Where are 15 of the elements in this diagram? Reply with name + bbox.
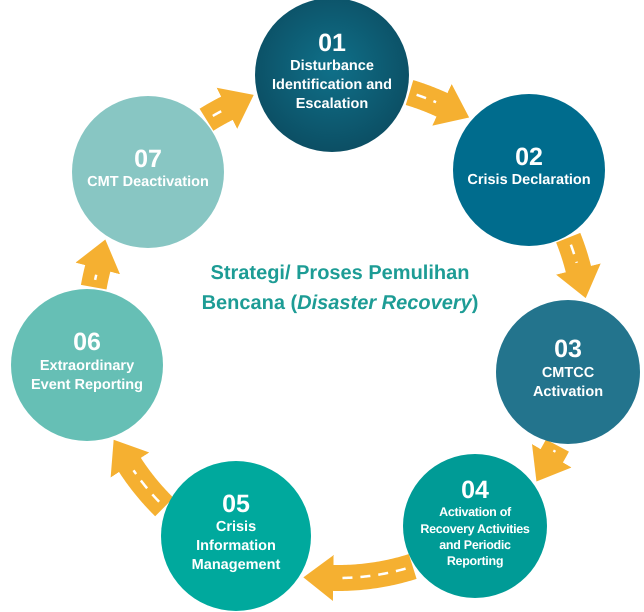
step-number: 02 bbox=[515, 144, 543, 172]
step-number: 05 bbox=[222, 490, 250, 518]
step-label: CMTCC Activation bbox=[532, 364, 604, 402]
step-label: Extraordinary Event Reporting bbox=[30, 356, 144, 395]
step-number: 04 bbox=[461, 476, 489, 504]
step-label: Crisis Declaration bbox=[467, 171, 591, 190]
step-number: 06 bbox=[73, 329, 101, 357]
step-number: 01 bbox=[318, 30, 346, 58]
step-label: CMT Deactivation bbox=[87, 173, 209, 192]
step-label: Disturbance Identification and Escalation bbox=[270, 57, 394, 114]
center-title: Strategi/ Proses Pemulihan Bencana (Disaster Recovery) bbox=[200, 261, 480, 316]
step-label: Activation of Recovery Activities and Periodic Reporting bbox=[419, 504, 531, 570]
step-label: Crisis Information Management bbox=[190, 518, 282, 576]
step-number: 07 bbox=[134, 146, 162, 174]
step-number: 03 bbox=[554, 336, 582, 364]
